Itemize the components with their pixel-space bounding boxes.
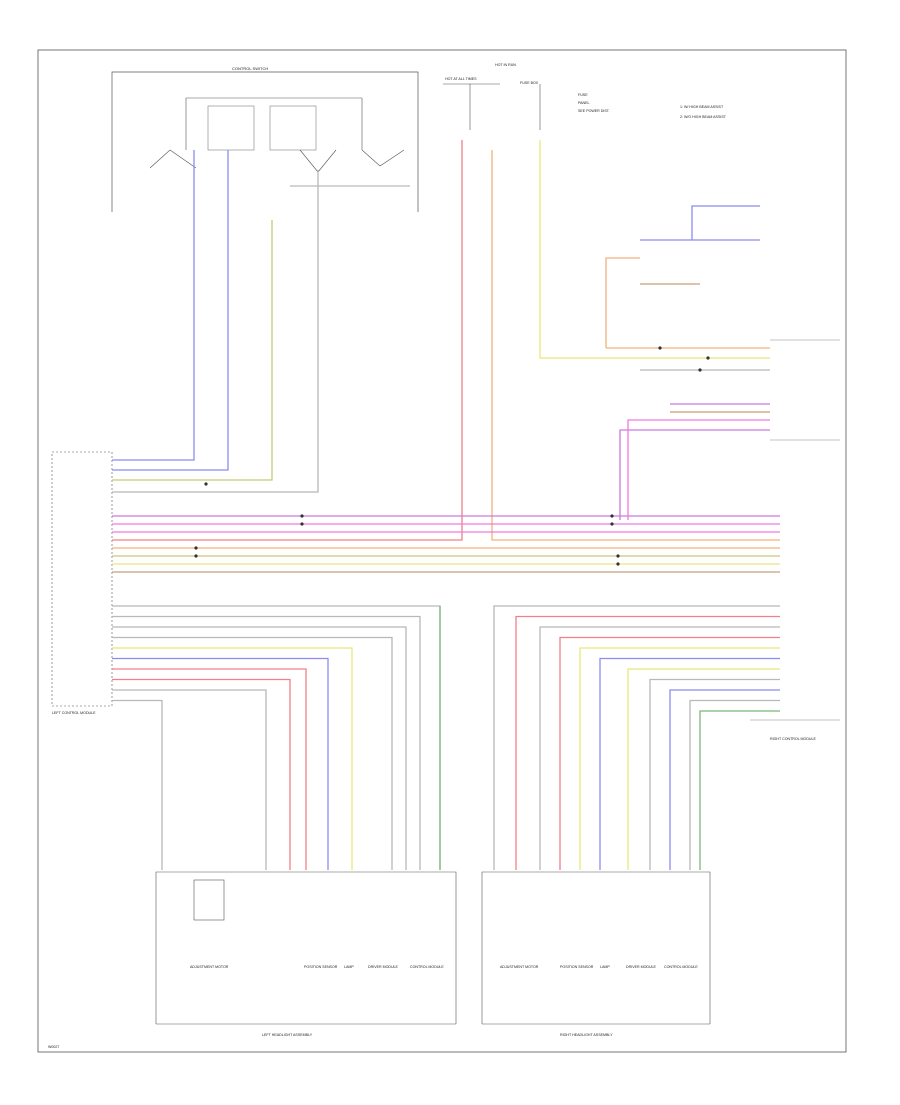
wire-38 (559, 636, 780, 870)
splice-dot (300, 514, 304, 518)
wire-37 (539, 626, 780, 870)
wire-27 (112, 636, 393, 870)
right-cm-label: CONTROL MODULE (664, 965, 698, 969)
wire-29 (112, 657, 329, 870)
right-lamp-label: LAMP (600, 965, 610, 969)
wire-5 (491, 150, 780, 541)
splice-dot (300, 522, 304, 526)
fuse-legend-2: PANEL (578, 101, 590, 105)
fuse-legend-3: SEE POWER DIST. (578, 109, 610, 113)
right-connectors (750, 339, 840, 721)
control-switch: CONTROL SWITCH (111, 66, 419, 212)
note-2: 2: W/O HIGH BEAM ASSIST (680, 115, 727, 119)
splice-dot (698, 368, 702, 372)
wire-6 (539, 140, 770, 359)
splice-dot (194, 554, 198, 558)
right-module-label: RIGHT CONTROL MODULE (770, 737, 817, 741)
left-cm-label: CONTROL MODULE (410, 965, 444, 969)
wire-32 (112, 689, 267, 870)
note-1: 1: W/ HIGH BEAM ASSIST (680, 105, 724, 109)
fuse-area: HOT AT ALL TIMES HOT IN RUN FUSE BOX FUS… (443, 63, 610, 130)
footer-code: W0027 (48, 1045, 59, 1049)
splice-dot (616, 562, 620, 566)
splice-dot (658, 346, 662, 350)
wire-group (112, 140, 780, 870)
wire-10 (691, 205, 760, 240)
diagram-border (37, 49, 847, 1053)
control-switch-label: CONTROL SWITCH (232, 66, 268, 71)
right-motor-label: ADJUSTMENT MOTOR (500, 965, 539, 969)
wire-3 (112, 170, 319, 493)
left-driver-label: DRIVER MODULE (368, 965, 399, 969)
wire-36 (515, 615, 780, 870)
splice-dot (610, 522, 614, 526)
left-assy-label: LEFT HEADLIGHT ASSEMBLY (262, 1033, 313, 1037)
wire-40 (599, 657, 780, 870)
wire-26 (112, 626, 407, 870)
splice-dot (204, 482, 208, 486)
left-control-module: LEFT CONTROL MODULE (51, 451, 113, 715)
splice-dot (616, 554, 620, 558)
wire-7 (605, 257, 640, 348)
left-lamp-label: LAMP (344, 965, 354, 969)
hot-label-1: HOT AT ALL TIMES (445, 77, 477, 81)
wire-0 (112, 150, 195, 461)
right-headlight-assembly: RIGHT HEADLIGHT ASSEMBLY ADJUSTMENT MOTO… (481, 871, 711, 1037)
wire-24 (112, 605, 441, 870)
hot-label-2: HOT IN RUN (495, 63, 516, 67)
right-sensor-label: POSITION SENSOR (560, 965, 594, 969)
splice-dot (706, 356, 710, 360)
wire-35 (493, 605, 780, 870)
wire-28 (112, 647, 353, 870)
wire-25 (112, 615, 421, 870)
left-motor-label: ADJUSTMENT MOTOR (190, 965, 229, 969)
wire-43 (669, 689, 780, 870)
wire-21 (627, 419, 770, 520)
wire-31 (112, 678, 291, 870)
wire-39 (579, 647, 780, 870)
right-driver-label: DRIVER MODULE (626, 965, 657, 969)
wire-45 (699, 710, 780, 870)
right-assy-label: RIGHT HEADLIGHT ASSEMBLY (560, 1033, 613, 1037)
splice-dot (610, 514, 614, 518)
fuse-box-label: FUSE BOX (520, 81, 539, 85)
left-headlight-assembly: LEFT HEADLIGHT ASSEMBLY ADJUSTMENT MOTOR… (155, 871, 457, 1037)
wire-42 (649, 678, 780, 870)
fuse-legend-1: FUSE (578, 93, 588, 97)
wire-33 (112, 699, 163, 870)
wire-1 (112, 150, 229, 471)
wire-20 (619, 429, 770, 520)
splice-dot (194, 546, 198, 550)
wire-41 (627, 668, 780, 870)
wire-4 (112, 140, 463, 541)
left-sensor-label: POSITION SENSOR (304, 965, 338, 969)
wire-30 (112, 668, 307, 870)
left-module-label: LEFT CONTROL MODULE (52, 711, 96, 715)
wire-44 (689, 699, 780, 870)
wire-2 (112, 220, 273, 481)
